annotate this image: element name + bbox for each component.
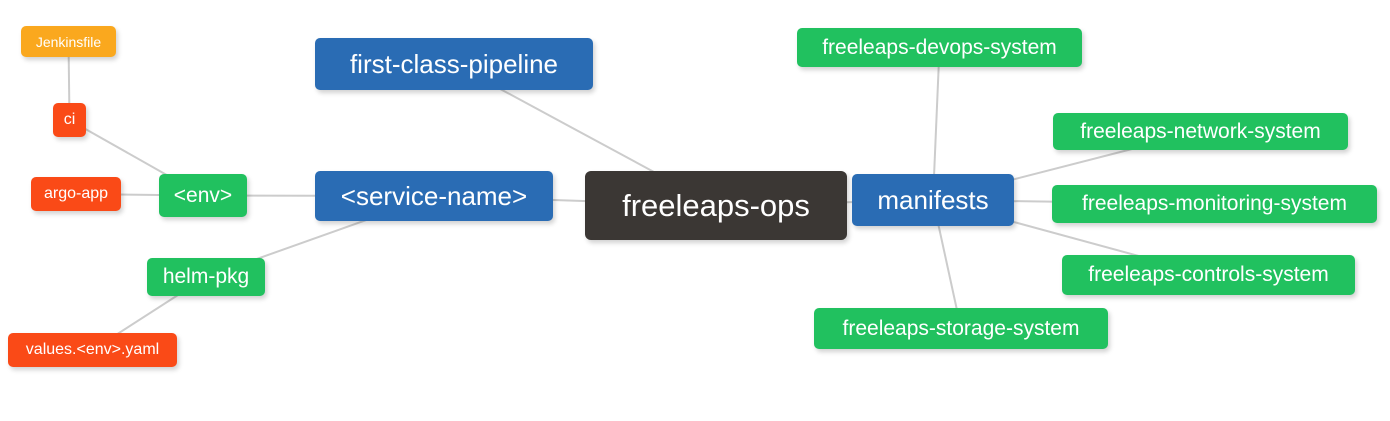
node-first-class-pipeline[interactable]: first-class-pipeline xyxy=(315,38,593,90)
node-env[interactable]: <env> xyxy=(159,174,247,217)
node-freeleaps-controls-system[interactable]: freeleaps-controls-system xyxy=(1062,255,1355,295)
node-freeleaps-devops-system[interactable]: freeleaps-devops-system xyxy=(797,28,1082,67)
node-freeleaps-network-system[interactable]: freeleaps-network-system xyxy=(1053,113,1348,150)
node-helm-pkg[interactable]: helm-pkg xyxy=(147,258,265,296)
node-ci[interactable]: ci xyxy=(53,103,86,137)
node-manifests[interactable]: manifests xyxy=(852,174,1014,226)
node-freeleaps-storage-system[interactable]: freeleaps-storage-system xyxy=(814,308,1108,349)
node-values-env-yaml[interactable]: values.<env>.yaml xyxy=(8,333,177,367)
node-argo-app[interactable]: argo-app xyxy=(31,177,121,211)
node-jenkinsfile[interactable]: Jenkinsfile xyxy=(21,26,116,57)
node-service-name[interactable]: <service-name> xyxy=(315,171,553,221)
node-freeleaps-monitoring-system[interactable]: freeleaps-monitoring-system xyxy=(1052,185,1377,223)
node-freeleaps-ops-root[interactable]: freeleaps-ops xyxy=(585,171,847,240)
